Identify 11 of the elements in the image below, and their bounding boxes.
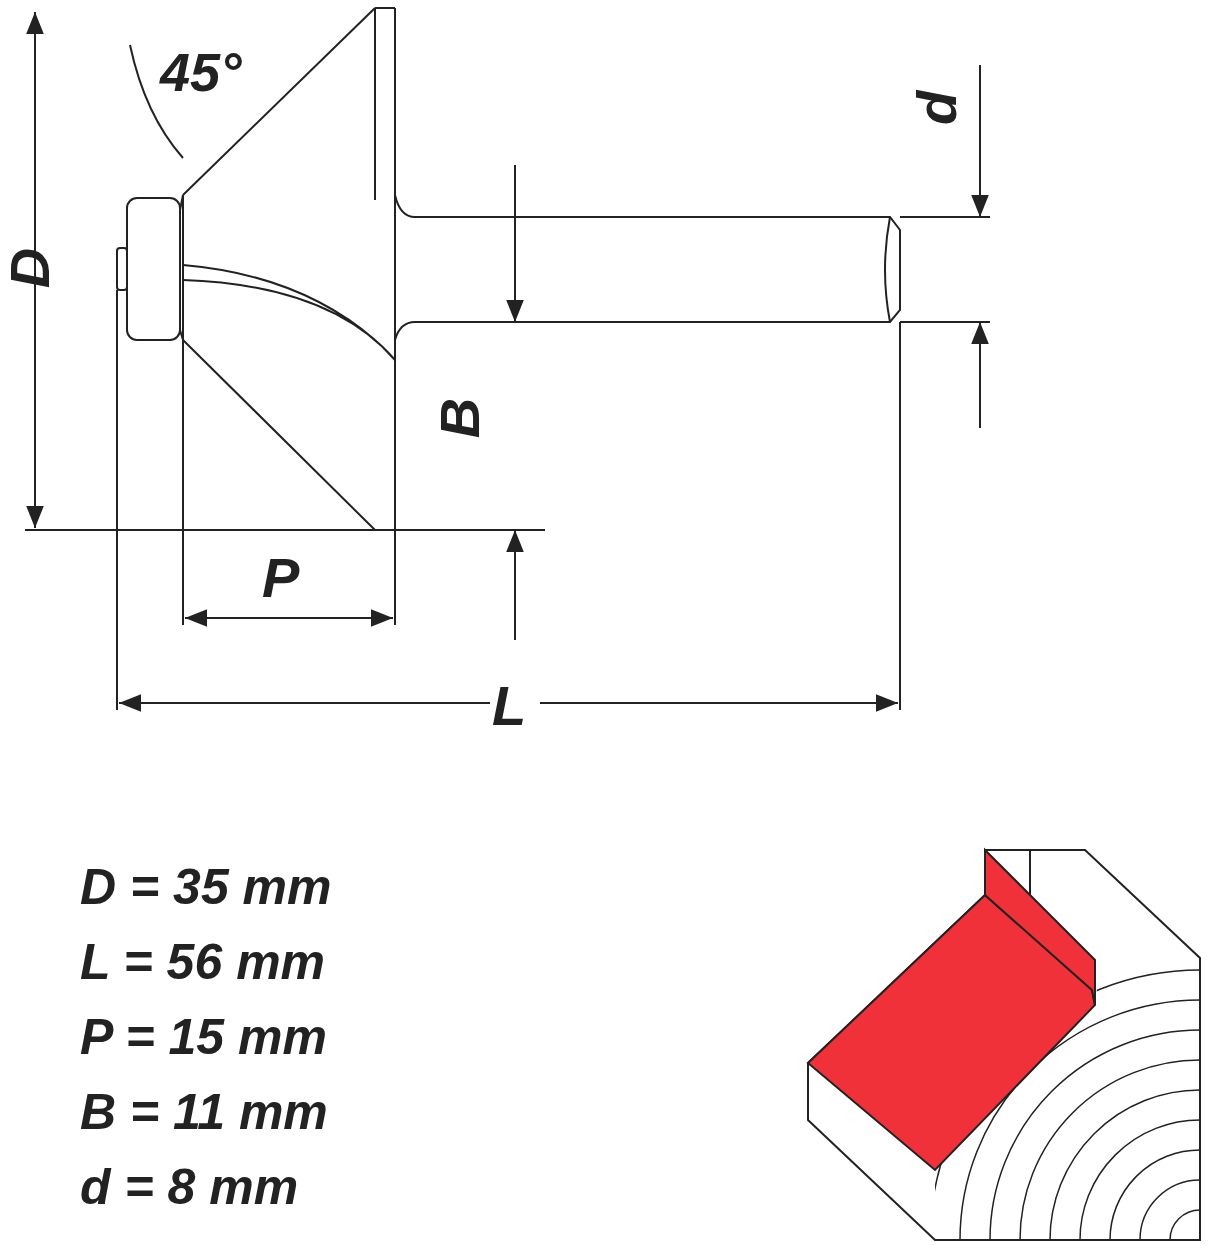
dimension-label: d xyxy=(909,90,966,126)
dimension-label: L xyxy=(492,678,527,734)
dimension-value: d = 8 mm xyxy=(80,1162,299,1212)
dimension-value: B = 11 mm xyxy=(80,1087,328,1137)
angle-label: 45° xyxy=(160,45,242,99)
dimension-label: P xyxy=(262,550,300,606)
dimension-value: P = 15 mm xyxy=(80,1012,327,1062)
dimension-value: D = 35 mm xyxy=(80,862,332,912)
dimension-label: B xyxy=(432,397,489,439)
dimension-value: L = 56 mm xyxy=(80,937,326,987)
dimension-label: D xyxy=(2,247,59,289)
